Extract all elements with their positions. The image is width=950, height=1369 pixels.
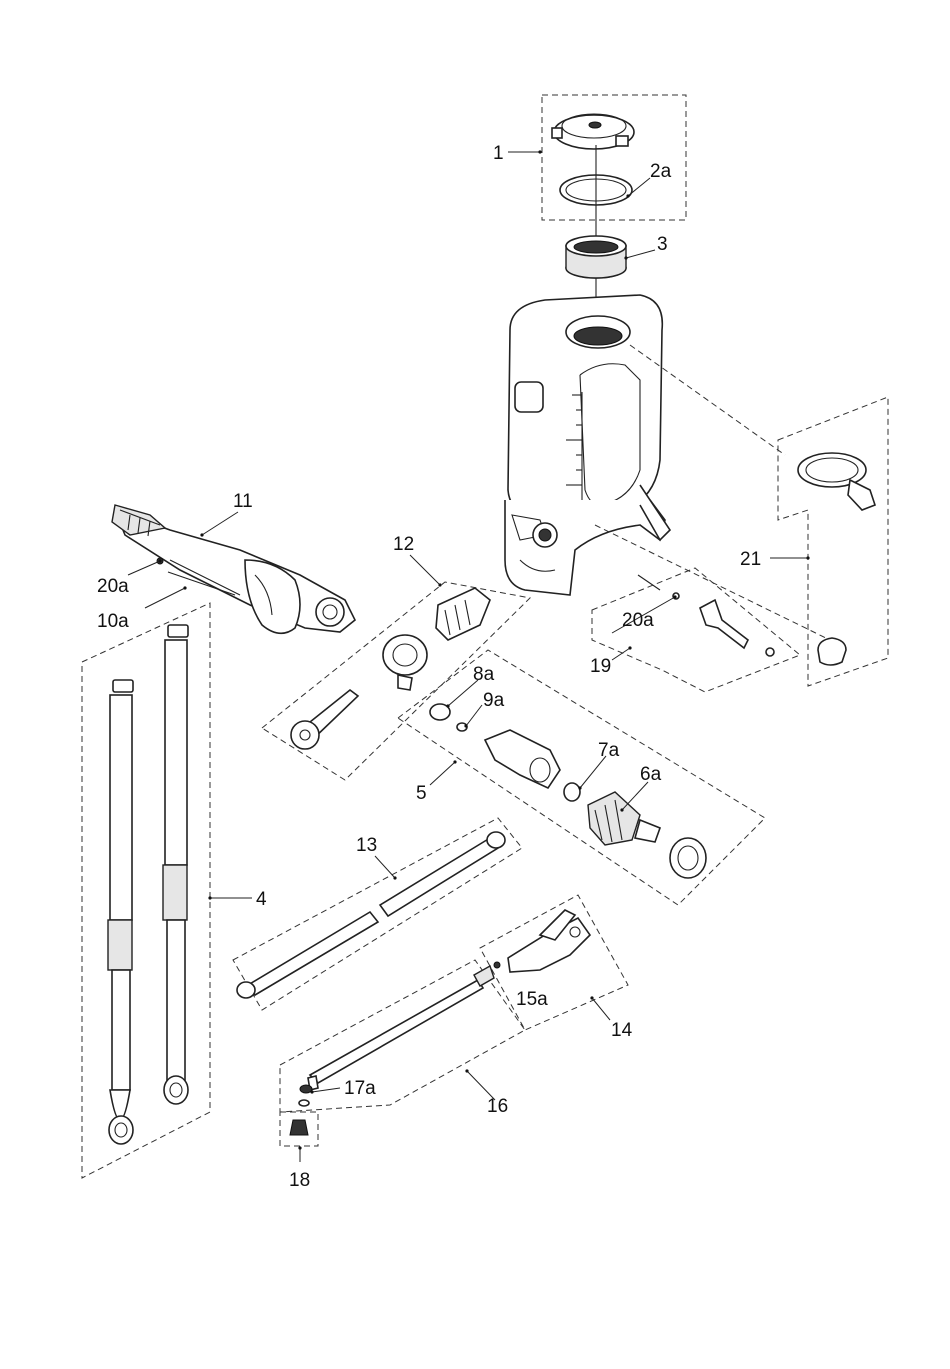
callout-14: 14 xyxy=(611,1020,633,1041)
callout-21: 21 xyxy=(740,549,761,570)
nut-part xyxy=(670,838,706,878)
screw-part xyxy=(638,575,679,599)
cylinder-collar-part xyxy=(383,635,427,690)
callout-15a: 15a xyxy=(516,989,548,1010)
callout-17a: 17a xyxy=(344,1078,376,1099)
o-ring-7a xyxy=(564,783,580,801)
o-ring-8a xyxy=(430,704,450,720)
strainer-part xyxy=(566,236,626,278)
lance-part xyxy=(308,966,494,1090)
callout-13: 13 xyxy=(356,835,377,856)
callout-20a-right: 20a xyxy=(622,610,654,631)
spring-part xyxy=(588,792,660,845)
callout-7a: 7a xyxy=(598,740,620,761)
leader-lines xyxy=(128,152,808,1162)
bracket-group xyxy=(778,397,888,686)
callout-12: 12 xyxy=(393,534,414,555)
callout-3: 3 xyxy=(657,234,668,255)
cap-part xyxy=(818,638,846,665)
trigger-group xyxy=(480,895,628,1030)
callout-1: 1 xyxy=(493,143,504,164)
tank-body xyxy=(505,295,670,595)
trigger-part xyxy=(508,910,590,972)
callout-16: 16 xyxy=(487,1096,508,1117)
callout-20a-left: 20a xyxy=(97,576,129,597)
callout-11: 11 xyxy=(233,491,253,512)
callout-19: 19 xyxy=(590,656,611,677)
strap-right xyxy=(163,625,188,1104)
strap-group xyxy=(82,603,210,1178)
cylinder-part xyxy=(436,588,490,640)
piston-part xyxy=(291,690,358,749)
callout-9a: 9a xyxy=(483,690,505,711)
lance-group xyxy=(280,960,525,1112)
callout-5: 5 xyxy=(416,783,427,804)
o-ring-9a xyxy=(457,723,467,731)
retaining-ring-part xyxy=(798,453,875,510)
callout-8a: 8a xyxy=(473,664,495,685)
callout-6a: 6a xyxy=(640,764,662,785)
rod-part xyxy=(700,600,774,656)
callout-10a: 10a xyxy=(97,611,129,632)
valve-body-part xyxy=(485,730,560,788)
lid-part xyxy=(552,114,634,149)
callout-2a: 2a xyxy=(650,161,672,182)
lever-handle xyxy=(112,505,355,633)
nozzle-group xyxy=(280,1112,318,1146)
strap-left xyxy=(108,680,133,1144)
callout-18: 18 xyxy=(289,1170,310,1191)
callout-labels: 1 2a 3 11 20a 10a 12 20a 19 21 8a 9a 7a … xyxy=(97,143,761,1191)
callout-4: 4 xyxy=(256,889,267,910)
